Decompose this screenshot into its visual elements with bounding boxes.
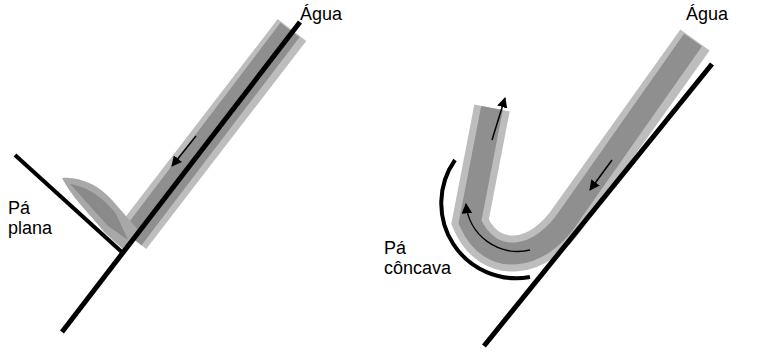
flow-arrow (172, 136, 196, 166)
incline-surface (62, 22, 300, 332)
blade-label: Pá plana (8, 198, 68, 238)
flow-arrow (466, 204, 530, 251)
flow-arrow (590, 160, 612, 190)
water-jet (62, 30, 292, 252)
concave-blade (441, 160, 530, 278)
incline-surface (484, 64, 712, 346)
water-label: Água (300, 4, 380, 24)
water-label: Água (686, 4, 764, 24)
flow-arrow (492, 98, 505, 140)
flat-blade (15, 155, 124, 254)
blade-label: Pá côncava (384, 238, 464, 278)
